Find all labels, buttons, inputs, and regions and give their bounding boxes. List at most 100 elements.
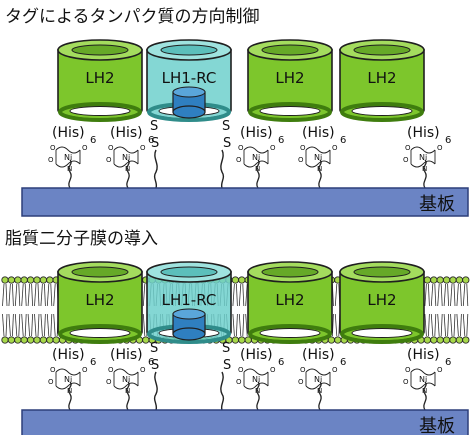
lipid-head [462,276,470,284]
lipid-head [1,276,9,284]
lipid-head [7,276,16,284]
nickel-atom-label: Ni [122,375,130,384]
his-tag: (His)6 [302,347,346,368]
lh1-rc-complex: LH1-RC [146,261,232,344]
nickel-atom-label: Ni [252,375,260,384]
lipid-tail [453,313,456,337]
lipid-tail [27,283,30,307]
his-tag: (His)6 [240,347,284,368]
chelate-arm [113,146,139,154]
lipid-tail [18,313,21,337]
lipid-tail [440,313,443,337]
lipid-head [442,276,451,284]
lipid-tail [8,283,11,307]
oxygen-atom-label: O [298,378,304,386]
his-label: (His) [110,125,143,141]
his-subscript: 6 [148,357,154,368]
chelate-arm [243,368,269,376]
his-tag: (His)6 [407,125,451,146]
lipid-head [39,336,48,344]
protein-label: LH1-RC [162,69,217,87]
reaction-center-bottom [172,327,206,341]
lipid-head [20,276,28,284]
lh2-complex: LH2 [339,261,425,344]
oxygen-atom-label: O [50,144,56,152]
protein-label: LH2 [85,291,114,309]
lipid-head [7,336,16,344]
oxygen-atom-label: O [437,144,443,152]
lipid-tail [430,283,434,307]
sulfur-label: S [223,358,231,373]
oxygen-atom-label: O [140,366,146,374]
his-tag: (His)6 [52,125,96,146]
nitrogen-atom-label: N [422,165,427,173]
lipid-tail [14,313,18,337]
lipid-tail [31,283,33,307]
lipid-head [231,276,240,284]
cylinder-inner-hole [259,106,321,116]
oxygen-atom-label: O [106,378,112,386]
cylinder-top-hole [261,266,319,278]
lipid-tail [44,283,46,307]
lipid-head [423,276,432,284]
his-tag: (His)6 [407,347,451,368]
nickel-atom-label: Ni [314,153,322,162]
oxygen-atom-label: O [50,366,56,374]
chelate-arm [113,368,139,376]
oxygen-atom-label: O [106,156,112,164]
lipid-tail [443,283,446,307]
panel-title: 脂質二分子膜の導入 [5,229,158,249]
lipid-tail [50,313,53,337]
oxygen-atom-label: O [48,378,54,386]
panel-title: タグによるタンパク質の方向制御 [5,7,260,27]
lipid-tail [5,283,8,307]
lipid-tail [5,313,8,337]
nickel-atom-label: Ni [64,375,72,384]
lipid-tail [456,313,459,337]
lipid-head [20,336,28,344]
chelate-arm [305,146,331,154]
lipid-tail [428,283,430,307]
lipid-tail [245,313,248,337]
sulfur-label: S [151,358,159,373]
cylinder-inner-hole [351,328,413,338]
nickel-atom-label: Ni [419,153,427,162]
oxygen-atom-label: O [300,366,306,374]
lipid-head [33,336,41,344]
lipid-tail [437,283,440,307]
lipid-tail [424,283,427,307]
his-label: (His) [110,347,143,363]
lipid-tail [428,313,430,337]
lipid-head [231,336,240,344]
chelate-arm [410,382,436,390]
cylinder-top-hole [261,44,319,56]
lipid-head [436,336,444,344]
lipid-tail [466,283,469,307]
tether-linker [256,381,260,411]
chelate-arm [410,368,436,376]
lipid-head [449,276,457,284]
cylinder-top-hole [160,266,218,278]
nitrogen-atom-label: N [317,387,322,395]
oxygen-atom-label: O [437,366,443,374]
oxygen-atom-label: O [140,144,146,152]
lipid-tail [18,283,21,307]
tether-linker [68,159,72,189]
lipid-tail [437,313,440,337]
protein-label: LH2 [367,69,396,87]
lipid-tail [53,283,56,307]
his-tag: (His)6 [240,125,284,146]
lipid-head [46,276,54,284]
lipid-head [436,276,444,284]
nitrogen-atom-label: N [317,165,322,173]
lipid-head [238,276,246,284]
nickel-atom-label: Ni [419,375,427,384]
nitrogen-atom-label: N [125,387,130,395]
lipid-tail [462,313,466,337]
cylinder-top-hole [71,266,129,278]
